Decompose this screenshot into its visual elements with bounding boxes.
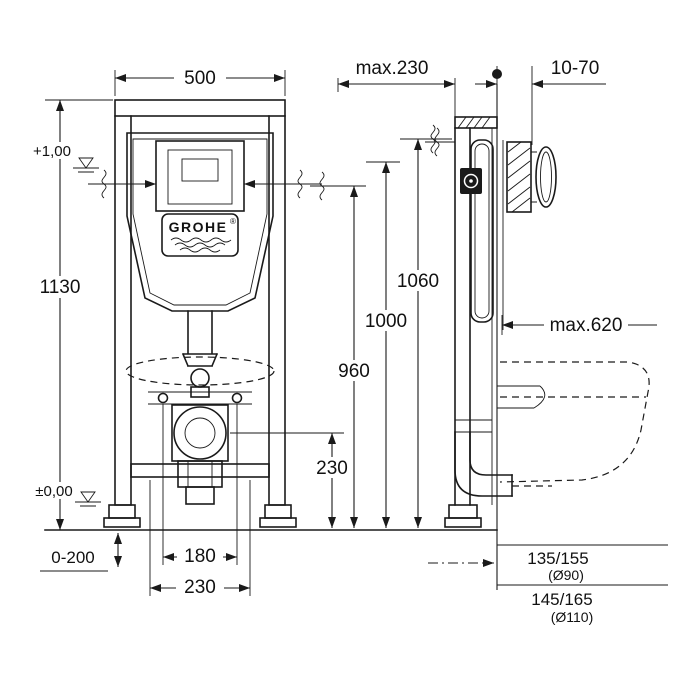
label-background	[330, 360, 378, 381]
bowl-flush-connection	[497, 385, 546, 409]
level-symbol	[75, 491, 101, 507]
label-background	[357, 310, 415, 331]
lower-crossbar	[130, 463, 270, 478]
cistern-side-profile	[470, 139, 494, 323]
actuation-level-line	[88, 169, 322, 199]
label-background	[28, 142, 78, 159]
drain-135-label: 135/155	[527, 549, 588, 568]
dim-wall-10-70: 10-70	[475, 58, 606, 145]
level-mark-floor: ±0,00	[28, 482, 101, 507]
wc-mounting-bracket	[148, 391, 252, 405]
dim-base-230: 230	[149, 480, 251, 598]
dim-230-outlet-label: 230	[316, 458, 348, 479]
dim-depth-label: max.230	[356, 58, 429, 79]
level-floor-label: ±0,00	[35, 483, 72, 500]
actuator-plate-side	[506, 141, 557, 213]
front-view-frame	[103, 99, 297, 528]
frame-feet	[103, 504, 297, 528]
label-background	[174, 66, 226, 87]
dim-bowl-max620: max.620	[501, 312, 657, 336]
label-background	[176, 576, 224, 597]
dim-depth-max230: max.230	[337, 58, 456, 128]
label-background	[544, 312, 628, 336]
label-background	[28, 482, 82, 499]
break-squiggle	[297, 169, 303, 199]
dim-outlet-height-230: 230	[230, 432, 356, 528]
dim-1060-label: 1060	[397, 271, 439, 292]
dim-1000: 1000	[357, 161, 415, 528]
fixing-bolt-right	[231, 392, 243, 404]
actuator-disc-side	[535, 146, 557, 208]
dim-1060: 1060	[389, 124, 452, 528]
label-background	[177, 545, 223, 566]
fill-valve-icon	[460, 168, 482, 194]
level-symbol	[73, 157, 99, 173]
dim-bowl-label: max.620	[550, 315, 623, 336]
level-mark-top: +1,00	[28, 142, 99, 173]
dim-1000-label: 1000	[365, 311, 407, 332]
ceramic-outline-dashed	[125, 356, 275, 386]
dim-180-label: 180	[184, 546, 216, 567]
break-squiggle	[319, 171, 325, 201]
drain-110-label: (Ø110)	[551, 609, 594, 625]
dim-height-label: 1130	[40, 277, 81, 298]
side-view-frame	[425, 84, 504, 590]
label-background	[308, 457, 356, 478]
wall-hung-bowl-outline	[499, 361, 650, 483]
dim-feet-0-200: 0-200	[40, 533, 122, 572]
level-top-label: +1,00	[33, 143, 71, 160]
dim-960-label: 960	[338, 361, 370, 382]
label-background	[32, 276, 88, 298]
break-squiggle	[434, 127, 440, 157]
flush-button	[181, 158, 219, 182]
outlet-bend	[171, 404, 229, 505]
frame-foot-side	[444, 504, 482, 528]
fixing-bolt-left	[157, 392, 169, 404]
break-squiggle	[430, 124, 436, 154]
drain-height-table: 135/155 (Ø90) 145/165 (Ø110)	[428, 544, 668, 625]
cistern-tank	[126, 132, 274, 312]
drain-145-label: 145/165	[531, 590, 592, 609]
dim-960: 960	[310, 171, 378, 528]
logo-wave	[170, 237, 232, 243]
dim-width-label: 500	[184, 68, 216, 89]
wall-bracket	[454, 116, 498, 129]
flush-plate-front	[155, 140, 245, 212]
logo-wave	[174, 242, 226, 248]
registered-mark: ®	[230, 217, 236, 226]
dim-230-base-label: 230	[184, 577, 216, 598]
break-squiggle	[101, 169, 107, 199]
drain-elbow-side	[454, 431, 552, 497]
dim-height-1130: 1130	[32, 99, 113, 530]
dim-feet-label: 0-200	[51, 548, 94, 567]
label-background	[389, 270, 447, 291]
grohe-logo-text: GROHE	[169, 219, 228, 235]
dim-bolts-180: 180	[162, 404, 238, 567]
grohe-logo: GROHE ®	[161, 213, 239, 257]
dim-wall-label: 10-70	[551, 58, 600, 79]
outlet-circle	[173, 406, 227, 460]
flush-pipe	[181, 310, 219, 398]
dim-width-500: 500	[114, 66, 286, 96]
drain-90-label: (Ø90)	[548, 567, 584, 583]
logo-wave	[179, 247, 221, 253]
